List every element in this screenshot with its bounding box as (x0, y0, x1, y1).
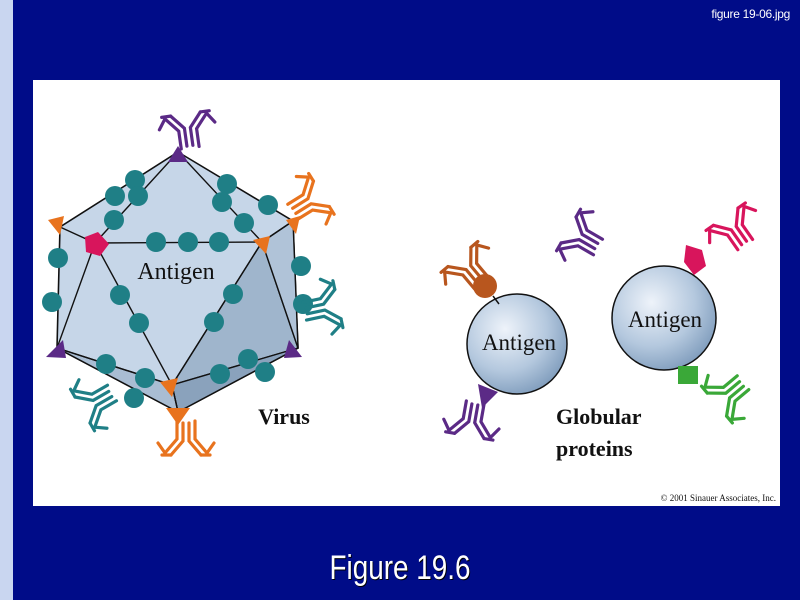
protein2-antigen-label: Antigen (628, 307, 703, 332)
virus-antigen-label: Antigen (137, 259, 214, 285)
figure-panel: Antigen Virus Antigen Antigen Globular p… (33, 80, 780, 506)
globular-protein-2 (611, 245, 717, 384)
virus-label: Virus (258, 404, 310, 429)
virus-epitopes (46, 146, 302, 425)
antibody-virus-bottom-orange (156, 419, 216, 457)
antibody-virus-top (156, 108, 220, 154)
figure-caption: Figure 19.6 (329, 549, 471, 587)
globular-label-line1: Globular (556, 404, 642, 429)
antibody-protein2-magenta (701, 199, 770, 263)
antibody-protein2-green (697, 359, 763, 428)
figure-illustration: Antigen Virus Antigen Antigen Globular p… (42, 108, 776, 503)
antibody-protein1-purple (440, 395, 505, 443)
file-label: figure 19-06.jpg (711, 7, 790, 21)
virus-surface-proteins (42, 170, 313, 408)
antibody-free-purple (552, 204, 614, 273)
copyright-notice: © 2001 Sinauer Associates, Inc. (661, 493, 776, 503)
antibody-virus-right-teal (297, 275, 346, 341)
globular-label-line2: proteins (556, 436, 633, 461)
protein1-antigen-label: Antigen (482, 330, 557, 355)
globular-protein-1 (466, 274, 568, 408)
left-strip (0, 0, 13, 600)
